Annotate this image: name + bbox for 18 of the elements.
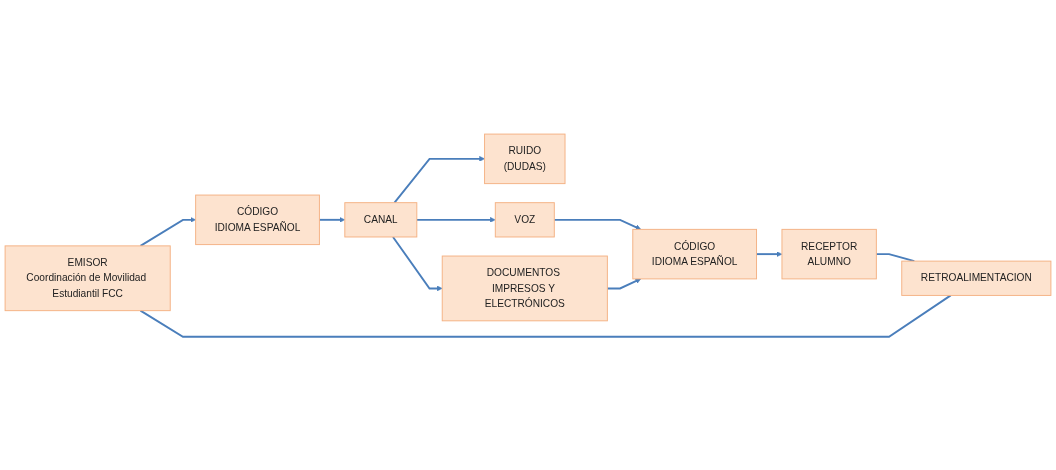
arrow: [392, 235, 443, 291]
arrow: [318, 216, 346, 223]
node-box: DOCUMENTOS IMPRESOS Y ELECTRÓNICOS: [441, 255, 608, 321]
arrow: [606, 278, 642, 289]
connector: [139, 294, 952, 338]
node-box: RETROALIMENTACION: [901, 260, 1052, 296]
node-box: CANAL: [344, 201, 418, 238]
node-box: RECEPTOR ALUMNO: [781, 228, 877, 279]
node-box: VOZ: [494, 201, 555, 238]
node-box: EMISOR Coordinación de Movilidad Estudiantil FCC: [4, 245, 171, 311]
node-box: CÓDIGO IDIOMA ESPAÑOL: [195, 194, 320, 245]
node-box: CÓDIGO IDIOMA ESPAÑOL: [632, 228, 758, 279]
arrow: [139, 216, 196, 247]
arrow: [415, 216, 496, 223]
node-box: RUIDO (DUDAS): [484, 133, 566, 184]
arrow: [553, 218, 642, 230]
arrow: [755, 250, 783, 257]
arrow: [393, 155, 485, 204]
